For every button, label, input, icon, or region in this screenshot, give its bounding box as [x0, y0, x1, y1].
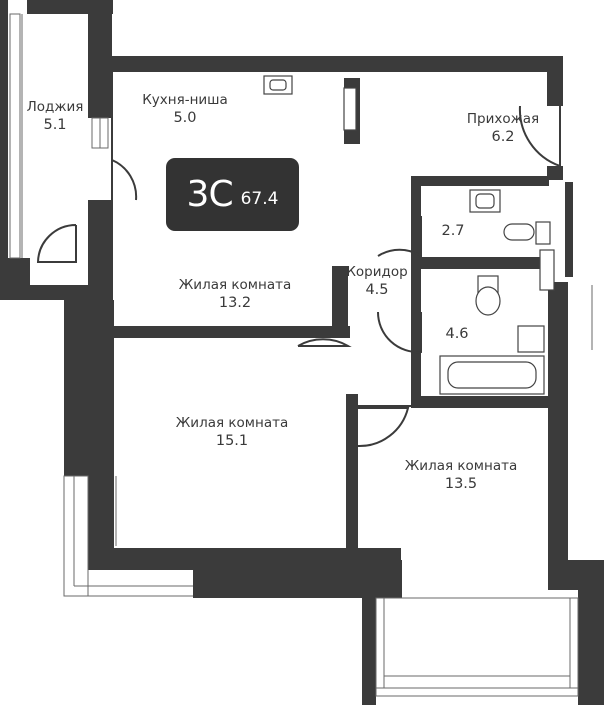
apartment-badge: 3С 67.4 — [166, 158, 299, 231]
room-label-wc: 2.7 — [441, 222, 464, 240]
room-label-loggia: Лоджия 5.1 — [27, 98, 84, 134]
room-area: 5.0 — [173, 110, 197, 126]
fixtures — [263, 75, 555, 395]
room-label-hallway: Прихожая 6.2 — [467, 110, 539, 146]
room-area: 6.2 — [491, 129, 515, 145]
room-label-kitchen: Кухня-ниша 5.0 — [142, 91, 228, 127]
room-area: 13.5 — [444, 476, 478, 492]
room-area: 13.2 — [218, 295, 252, 311]
doors — [36, 105, 561, 448]
room-area: 15.1 — [215, 433, 249, 449]
room-area: 5.1 — [43, 117, 67, 133]
room-area: 4.5 — [365, 282, 389, 298]
room-name: Жилая комната — [178, 277, 292, 293]
room-area: 4.6 — [445, 326, 469, 342]
room-name: Прихожая — [466, 111, 540, 127]
room-name: Лоджия — [26, 99, 84, 115]
room-label-living3: Жилая комната 13.5 — [405, 457, 517, 493]
room-label-living1: Жилая комната 13.2 — [179, 276, 291, 312]
room-name: Жилая комната — [404, 458, 518, 474]
room-name: Коридор — [346, 264, 408, 280]
room-name: Жилая комната — [175, 415, 289, 431]
apartment-type: 3С — [186, 174, 234, 215]
room-label-corridor: Коридор 4.5 — [346, 263, 407, 299]
room-label-bathroom: 4.6 — [445, 325, 468, 343]
room-area: 2.7 — [441, 223, 465, 239]
total-area: 67.4 — [240, 188, 279, 209]
room-label-living2: Жилая комната 15.1 — [176, 414, 288, 450]
room-name: Кухня-ниша — [142, 92, 228, 108]
